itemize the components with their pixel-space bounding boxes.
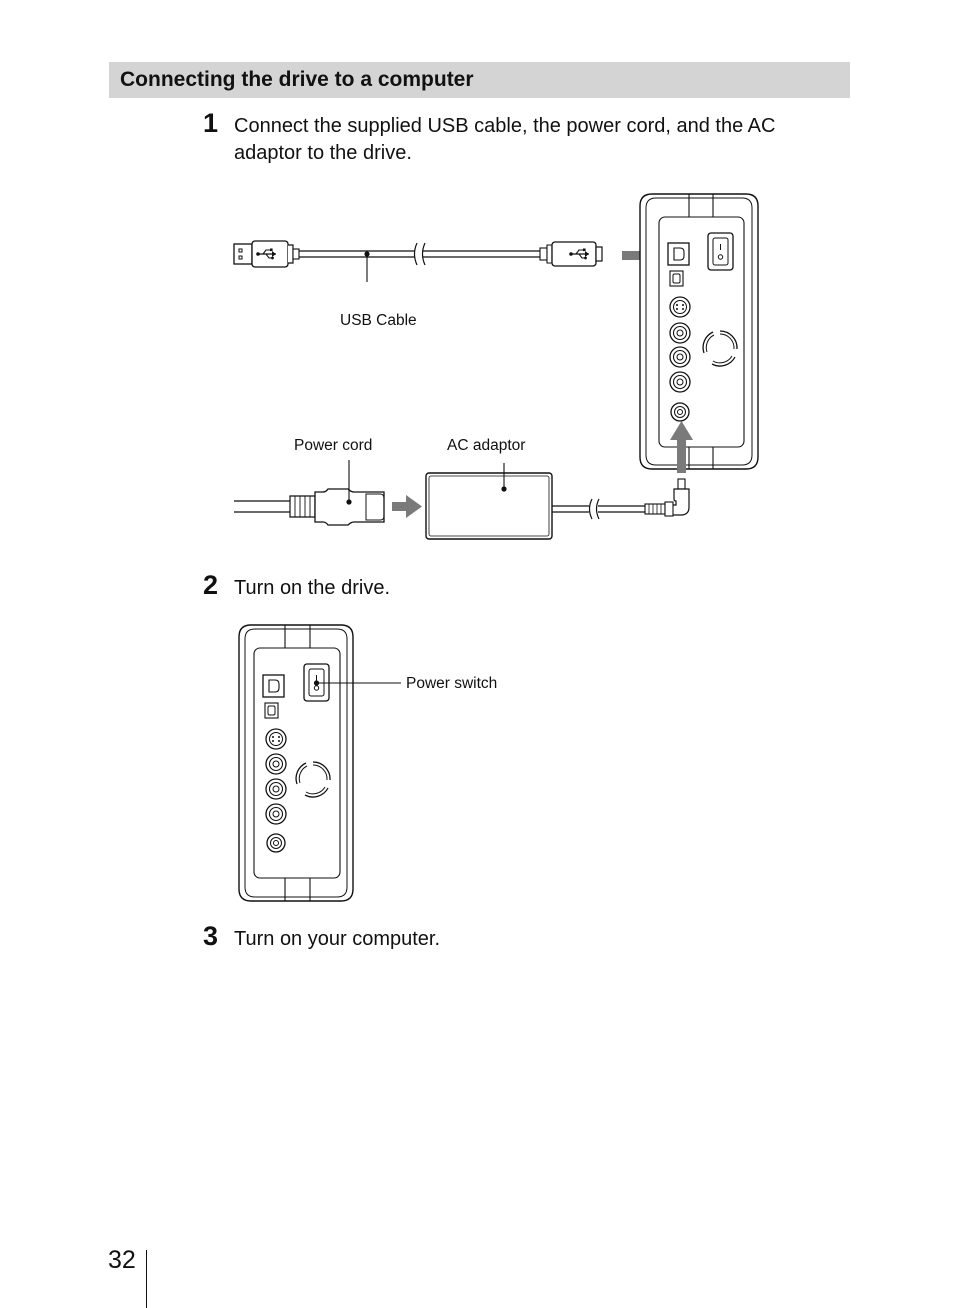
section-header-bar: Connecting the drive to a computer <box>109 62 850 98</box>
step-1-text: Connect the supplied USB cable, the powe… <box>234 115 776 164</box>
usb-cable-label: USB Cable <box>340 312 417 329</box>
power-switch-label: Power switch <box>406 675 497 692</box>
power-cord <box>234 460 385 526</box>
power-cord-label: Power cord <box>294 437 372 454</box>
usb-b-plug <box>539 241 603 267</box>
step-3-number: 3 <box>203 921 219 951</box>
arrow-up-icon <box>670 421 693 473</box>
drive-back-panel <box>639 193 759 470</box>
page-number: 32 <box>108 1246 136 1274</box>
step-2-number: 2 <box>203 570 219 600</box>
ac-adaptor <box>425 463 553 540</box>
figure-1: USB Cable Power cord AC adaptor <box>233 193 759 540</box>
step-1-number: 1 <box>203 108 219 138</box>
step-2-text: Turn on the drive. <box>234 577 391 599</box>
ac-adaptor-label: AC adaptor <box>447 437 525 454</box>
step-3-text: Turn on your computer. <box>234 928 441 950</box>
usb-a-plug <box>233 240 300 268</box>
arrow-right-icon <box>392 495 422 518</box>
section-title: Connecting the drive to a computer <box>120 68 474 91</box>
dc-plug <box>644 478 690 517</box>
page-number-divider <box>146 1250 147 1308</box>
drive-back-panel-2 <box>238 624 354 902</box>
figure-2: Power switch <box>238 624 497 902</box>
